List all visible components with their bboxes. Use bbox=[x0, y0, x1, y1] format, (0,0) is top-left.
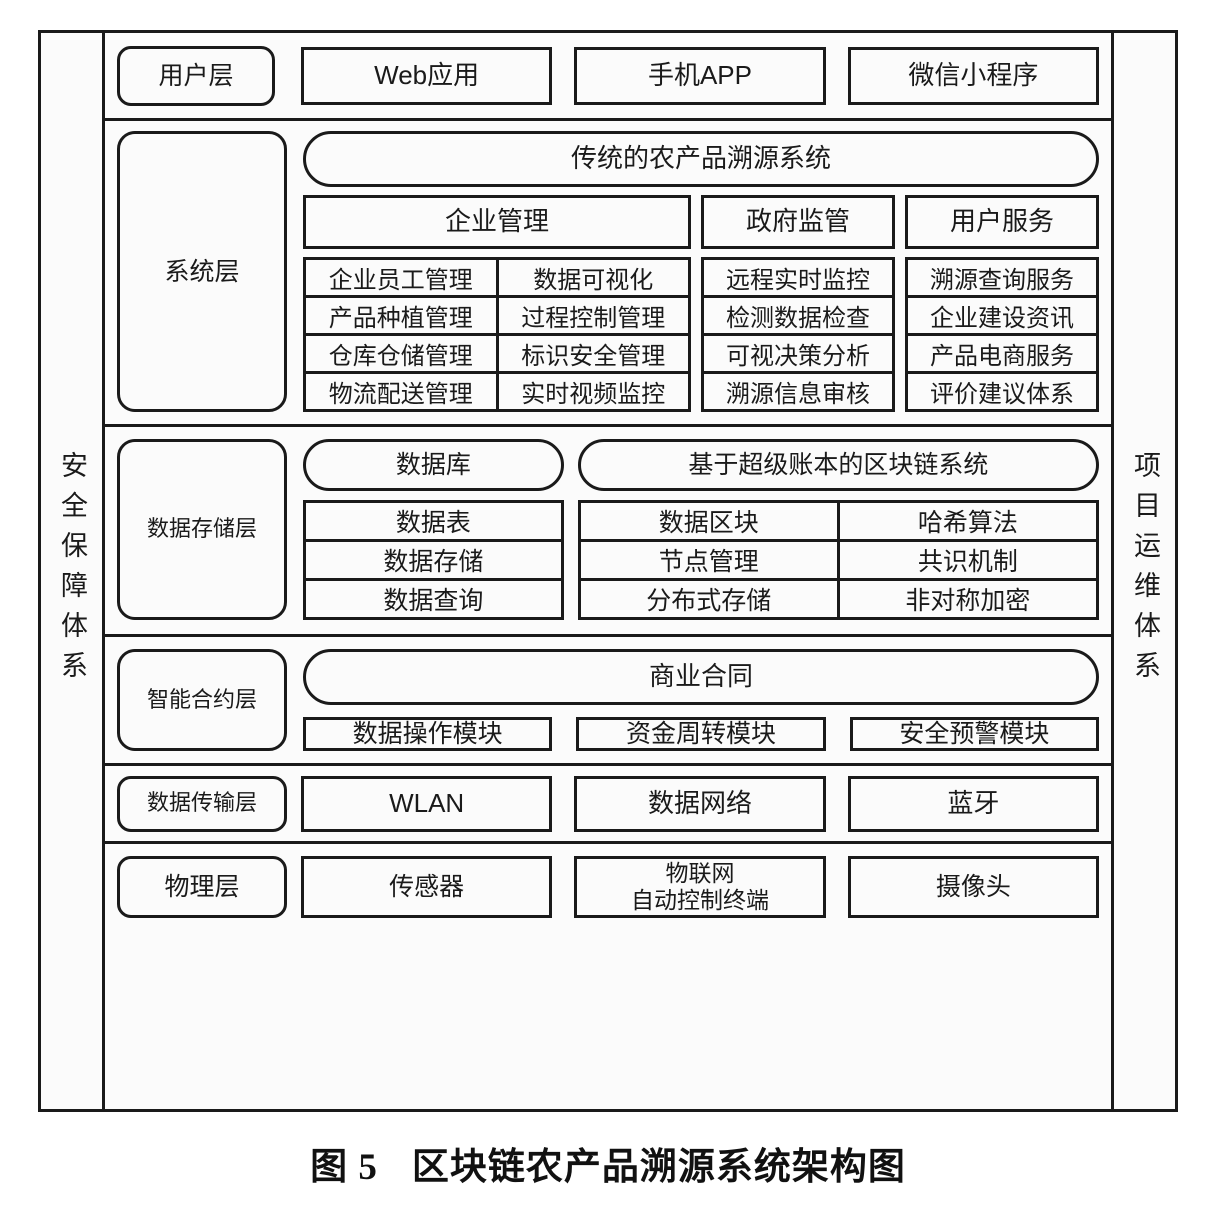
transmission-item-wlan[interactable]: WLAN bbox=[301, 775, 553, 832]
figure-caption: 图 5 区块链农产品溯源系统架构图 bbox=[0, 1136, 1216, 1190]
contract-module-data-operation[interactable]: 数据操作模块 bbox=[303, 717, 553, 751]
system-cell[interactable]: 溯源查询服务 bbox=[930, 267, 1074, 294]
layer-label-data-storage: 数据存储层 bbox=[117, 439, 287, 620]
physical-item-sensor[interactable]: 传感器 bbox=[301, 856, 553, 918]
left-side-band: 安全保障体系 bbox=[41, 33, 105, 1109]
system-head-government: 政府监管 bbox=[701, 195, 895, 249]
system-cell[interactable]: 产品电商服务 bbox=[908, 333, 1096, 371]
storage-subcolumn: 哈希算法 共识机制 非对称加密 bbox=[836, 503, 1097, 617]
layer-label-user: 用户层 bbox=[117, 45, 275, 106]
user-item-wechat-miniprogram[interactable]: 微信小程序 bbox=[847, 46, 1099, 105]
contract-modules: 数据操作模块 资金周转模块 安全预警模块 bbox=[303, 717, 1099, 751]
system-cell[interactable]: 远程实时监控 bbox=[726, 267, 870, 294]
system-column-government: 政府监管 远程实时监控 检测数据检查 可视决策分析 溯源信息审核 bbox=[701, 195, 895, 412]
contract-module-fund-turnover[interactable]: 资金周转模块 bbox=[576, 717, 826, 751]
physical-item-camera[interactable]: 摄像头 bbox=[847, 856, 1099, 918]
storage-group-database: 数据库 数据表 数据存储 数据查询 bbox=[303, 439, 564, 620]
storage-cell[interactable]: 数据查询 bbox=[306, 578, 561, 617]
user-item-mobile-app[interactable]: 手机APP bbox=[574, 46, 826, 105]
system-subcolumn: 远程实时监控 检测数据检查 可视决策分析 溯源信息审核 bbox=[704, 260, 892, 409]
right-side-band: 项目运维体系 bbox=[1111, 33, 1175, 1109]
storage-cell[interactable]: 节点管理 bbox=[580, 539, 837, 578]
layer-user: 用户层 Web应用 手机APP 微信小程序 bbox=[105, 33, 1111, 121]
storage-grid-database: 数据表 数据存储 数据查询 bbox=[303, 500, 564, 620]
system-cell[interactable]: 可视决策分析 bbox=[704, 333, 892, 371]
system-grid-user-service: 溯源查询服务 企业建设资讯 产品电商服务 评价建议体系 bbox=[905, 257, 1099, 412]
transmission-item-data-network[interactable]: 数据网络 bbox=[574, 775, 826, 832]
system-cell[interactable]: 溯源信息审核 bbox=[704, 371, 892, 409]
system-cell[interactable]: 仓库仓储管理 bbox=[306, 333, 496, 371]
layer-label-smart-contract: 智能合约层 bbox=[117, 649, 287, 751]
layer-label-system: 系统层 bbox=[117, 131, 287, 412]
system-cell[interactable]: 企业员工管理 bbox=[328, 267, 473, 294]
contract-title-banner: 商业合同 bbox=[303, 649, 1099, 705]
storage-subcolumn: 数据区块 节点管理 分布式存储 bbox=[580, 503, 837, 617]
system-subcolumn: 企业员工管理 产品种植管理 仓库仓储管理 物流配送管理 bbox=[306, 260, 496, 409]
storage-group-blockchain: 基于超级账本的区块链系统 数据区块 节点管理 分布式存储 哈希算法 共识机制 非… bbox=[577, 439, 1099, 620]
contract-layer-content: 商业合同 数据操作模块 资金周转模块 安全预警模块 bbox=[303, 649, 1099, 751]
system-cell[interactable]: 产品种植管理 bbox=[306, 295, 496, 333]
system-cell[interactable]: 过程控制管理 bbox=[498, 295, 688, 333]
system-subcolumn: 溯源查询服务 企业建设资讯 产品电商服务 评价建议体系 bbox=[908, 260, 1096, 409]
storage-cell[interactable]: 数据表 bbox=[395, 509, 471, 537]
system-grid-enterprise: 企业员工管理 产品种植管理 仓库仓储管理 物流配送管理 数据可视化 过程控制管理… bbox=[303, 257, 691, 412]
storage-cell[interactable]: 哈希算法 bbox=[917, 509, 1018, 537]
system-columns: 企业管理 企业员工管理 产品种植管理 仓库仓储管理 物流配送管理 数据可视化 bbox=[303, 195, 1099, 412]
system-cell[interactable]: 企业建设资讯 bbox=[908, 295, 1096, 333]
storage-grid-blockchain: 数据区块 节点管理 分布式存储 哈希算法 共识机制 非对称加密 bbox=[577, 500, 1099, 620]
system-grid-government: 远程实时监控 检测数据检查 可视决策分析 溯源信息审核 bbox=[701, 257, 895, 412]
storage-cell[interactable]: 数据区块 bbox=[658, 509, 759, 537]
storage-cell[interactable]: 非对称加密 bbox=[839, 578, 1097, 617]
system-subcolumn: 数据可视化 过程控制管理 标识安全管理 实时视频监控 bbox=[495, 260, 688, 409]
transmission-items: WLAN 数据网络 蓝牙 bbox=[301, 775, 1099, 832]
layer-data-storage: 数据存储层 数据库 数据表 数据存储 数据查询 bbox=[105, 427, 1111, 637]
storage-cell[interactable]: 共识机制 bbox=[839, 539, 1097, 578]
layer-stack: 用户层 Web应用 手机APP 微信小程序 系统层 传统的农产品溯源系统 企业管… bbox=[105, 33, 1111, 1109]
layer-smart-contract: 智能合约层 商业合同 数据操作模块 资金周转模块 安全预警模块 bbox=[105, 637, 1111, 766]
system-column-user-service: 用户服务 溯源查询服务 企业建设资讯 产品电商服务 评价建议体系 bbox=[905, 195, 1099, 412]
system-layer-content: 传统的农产品溯源系统 企业管理 企业员工管理 产品种植管理 仓库仓储管理 物流配… bbox=[303, 131, 1099, 412]
layer-data-transmission: 数据传输层 WLAN 数据网络 蓝牙 bbox=[105, 766, 1111, 844]
storage-title-database: 数据库 bbox=[303, 439, 564, 491]
system-title-banner: 传统的农产品溯源系统 bbox=[303, 131, 1099, 187]
system-cell[interactable]: 数据可视化 bbox=[533, 267, 654, 294]
physical-item-iot-line2: 自动控制终端 bbox=[630, 887, 769, 913]
user-item-web[interactable]: Web应用 bbox=[301, 46, 553, 105]
physical-item-iot-line1: 物联网 bbox=[665, 859, 735, 886]
layer-label-physical: 物理层 bbox=[117, 856, 287, 918]
system-column-enterprise: 企业管理 企业员工管理 产品种植管理 仓库仓储管理 物流配送管理 数据可视化 bbox=[303, 195, 691, 412]
contract-module-security-alert[interactable]: 安全预警模块 bbox=[849, 717, 1099, 751]
figure-number: 图 5 bbox=[310, 1147, 378, 1188]
right-side-label: 项目运维体系 bbox=[1130, 451, 1160, 691]
layer-label-data-transmission: 数据传输层 bbox=[117, 775, 287, 832]
transmission-item-bluetooth[interactable]: 蓝牙 bbox=[847, 775, 1099, 832]
layer-physical: 物理层 传感器 物联网 自动控制终端 摄像头 bbox=[105, 844, 1111, 930]
storage-cell[interactable]: 分布式存储 bbox=[580, 578, 837, 617]
storage-subcolumn: 数据表 数据存储 数据查询 bbox=[306, 503, 561, 617]
system-head-user-service: 用户服务 bbox=[905, 195, 1099, 249]
figure-title: 区块链农产品溯源系统架构图 bbox=[411, 1147, 906, 1188]
architecture-frame: 安全保障体系 用户层 Web应用 手机APP 微信小程序 系统层 传统的农产品溯… bbox=[38, 30, 1178, 1112]
layer-system: 系统层 传统的农产品溯源系统 企业管理 企业员工管理 产品种植管理 仓库仓储管理 bbox=[105, 121, 1111, 427]
system-cell[interactable]: 评价建议体系 bbox=[908, 371, 1096, 409]
storage-layer-content: 数据库 数据表 数据存储 数据查询 基于超级账本的区块链系统 bbox=[303, 439, 1099, 620]
system-cell[interactable]: 标识安全管理 bbox=[498, 333, 688, 371]
physical-items: 传感器 物联网 自动控制终端 摄像头 bbox=[301, 856, 1099, 918]
physical-item-iot-terminal[interactable]: 物联网 自动控制终端 bbox=[574, 856, 826, 918]
storage-cell[interactable]: 数据存储 bbox=[306, 539, 561, 578]
storage-title-blockchain: 基于超级账本的区块链系统 bbox=[577, 439, 1099, 491]
system-head-enterprise: 企业管理 bbox=[303, 195, 691, 249]
system-cell[interactable]: 检测数据检查 bbox=[704, 295, 892, 333]
left-side-label: 安全保障体系 bbox=[57, 451, 87, 691]
system-cell[interactable]: 物流配送管理 bbox=[306, 371, 496, 409]
system-cell[interactable]: 实时视频监控 bbox=[498, 371, 688, 409]
